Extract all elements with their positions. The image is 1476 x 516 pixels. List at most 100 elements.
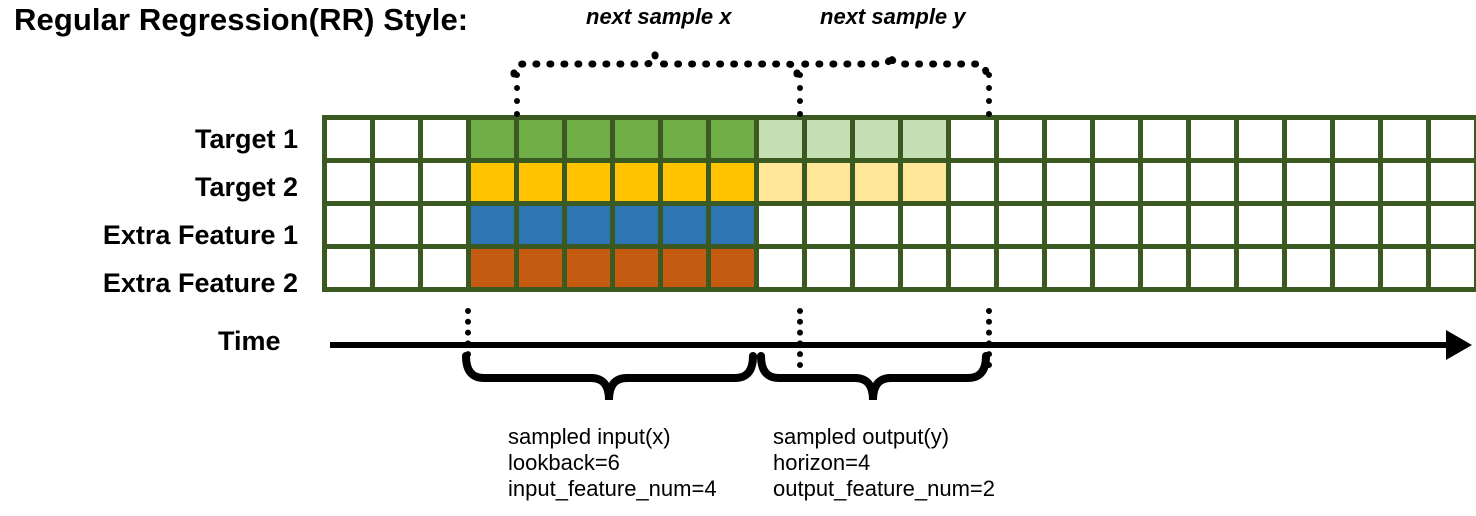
brace-bottom-sampled-output [757,352,990,401]
grid-cell-input-target-1-c8 [711,120,754,158]
brace-top-next-sample-y [793,53,990,78]
guide-line-top-output-end [986,72,992,117]
grid-cell-empty-c14 [999,249,1042,287]
grid-cell-output-target-1-c10 [807,120,850,158]
grid-cell-input-target-2-c6 [615,163,658,201]
grid-cell-output-target-1-c9 [759,120,802,158]
grid-cell-empty-c17 [1143,206,1186,244]
grid-cell-empty-c18 [1191,163,1234,201]
grid-cell-empty-c19 [1239,206,1282,244]
grid-cell-empty-c14 [999,163,1042,201]
grid-cell-input-target-2-c3 [471,163,514,201]
grid-cell-empty-c15 [1047,163,1090,201]
grid-cell-empty-c17 [1143,120,1186,158]
grid-cell-empty-c20 [1287,120,1330,158]
grid-cell-empty-c23 [1431,206,1474,244]
grid-cell-input-extra-feature-1-c3 [471,206,514,244]
grid-cell-empty-c12 [903,206,946,244]
grid-cell-empty-c16 [1095,120,1138,158]
annotation-sampled-input-line-1: sampled input(x) [508,424,671,449]
annotation-sampled-output: sampled output(y) horizon=4 output_featu… [773,424,995,502]
grid-cell-empty-c15 [1047,249,1090,287]
grid-cell-output-target-2-c10 [807,163,850,201]
grid-cell-input-target-1-c5 [567,120,610,158]
grid-row-4 [327,249,1474,287]
grid-cell-empty-c19 [1239,249,1282,287]
grid-cell-empty-c15 [1047,206,1090,244]
grid-cell-empty-c22 [1383,120,1426,158]
grid-cell-empty-c13 [951,206,994,244]
grid-cell-output-target-1-c12 [903,120,946,158]
grid-cell-empty-c13 [951,120,994,158]
grid-cell-empty-c22 [1383,206,1426,244]
grid-cell-input-extra-feature-1-c8 [711,206,754,244]
guide-line-top-split [797,72,803,117]
grid-row-1 [327,120,1474,158]
grid-cell-empty-c13 [951,249,994,287]
grid-cell-empty-c21 [1335,249,1378,287]
grid-cell-input-extra-feature-2-c4 [519,249,562,287]
grid-cell-empty-c18 [1191,206,1234,244]
grid-cell-empty-c11 [855,249,898,287]
grid-cell-input-extra-feature-2-c5 [567,249,610,287]
grid-cell-empty-c20 [1287,249,1330,287]
grid-cell-empty-c10 [807,206,850,244]
annotation-sampled-output-line-2: horizon=4 [773,450,871,475]
grid-cell-output-target-2-c12 [903,163,946,201]
grid-cell-input-extra-feature-1-c6 [615,206,658,244]
annotation-sampled-input-line-2: lookback=6 [508,450,620,475]
brace-top-next-sample-x [510,53,801,78]
annotation-next-sample-x: next sample x [586,4,732,29]
grid-cell-empty-c15 [1047,120,1090,158]
grid-cell-empty-c19 [1239,120,1282,158]
grid-cell-empty-c23 [1431,120,1474,158]
grid-cell-empty-c11 [855,206,898,244]
grid-cell-empty-c22 [1383,163,1426,201]
grid-cell-empty-c16 [1095,163,1138,201]
guide-line-split [797,308,803,368]
grid-cell-input-target-1-c4 [519,120,562,158]
grid-cell-input-target-1-c6 [615,120,658,158]
grid-cell-output-target-2-c9 [759,163,802,201]
grid-cell-input-extra-feature-1-c5 [567,206,610,244]
grid-cell-input-extra-feature-1-c7 [663,206,706,244]
row-label-extra-feature-2: Extra Feature 2 [102,268,298,298]
grid-cell-empty-c21 [1335,120,1378,158]
grid-cell-empty-c21 [1335,163,1378,201]
grid-cell-empty-c1 [375,163,418,201]
row-label-target-2: Target 2 [194,172,298,202]
grid-cell-empty-c13 [951,163,994,201]
grid-cell-empty-c23 [1431,163,1474,201]
grid-cell-empty-c1 [375,120,418,158]
grid-cell-empty-c1 [375,206,418,244]
grid-cell-input-extra-feature-2-c7 [663,249,706,287]
grid-cell-empty-c2 [423,163,466,201]
time-axis-label: Time [218,326,281,356]
grid-cell-input-target-2-c4 [519,163,562,201]
grid-cell-empty-c2 [423,120,466,158]
row-label-target-1: Target 1 [194,124,298,154]
grid-cell-empty-c18 [1191,249,1234,287]
grid-cell-empty-c1 [375,249,418,287]
grid-cell-input-target-1-c7 [663,120,706,158]
grid-cell-empty-c10 [807,249,850,287]
grid-cell-input-extra-feature-1-c4 [519,206,562,244]
grid-cell-empty-c2 [423,206,466,244]
grid-cell-empty-c2 [423,249,466,287]
page-title: Regular Regression(RR) Style: [14,2,469,37]
grid-cell-input-extra-feature-2-c8 [711,249,754,287]
grid-cell-input-target-2-c7 [663,163,706,201]
grid-cell-empty-c16 [1095,206,1138,244]
annotation-sampled-output-line-3: output_feature_num=2 [773,476,996,501]
grid-cell-input-extra-feature-2-c3 [471,249,514,287]
grid-cell-empty-c18 [1191,120,1234,158]
brace-bottom-sampled-input [462,352,757,401]
grid-cell-empty-c17 [1143,249,1186,287]
grid-cell-empty-c19 [1239,163,1282,201]
grid-cell-empty-c17 [1143,163,1186,201]
grid-row-3 [327,206,1474,244]
grid-cell-input-target-2-c8 [711,163,754,201]
grid-cell-empty-c14 [999,206,1042,244]
